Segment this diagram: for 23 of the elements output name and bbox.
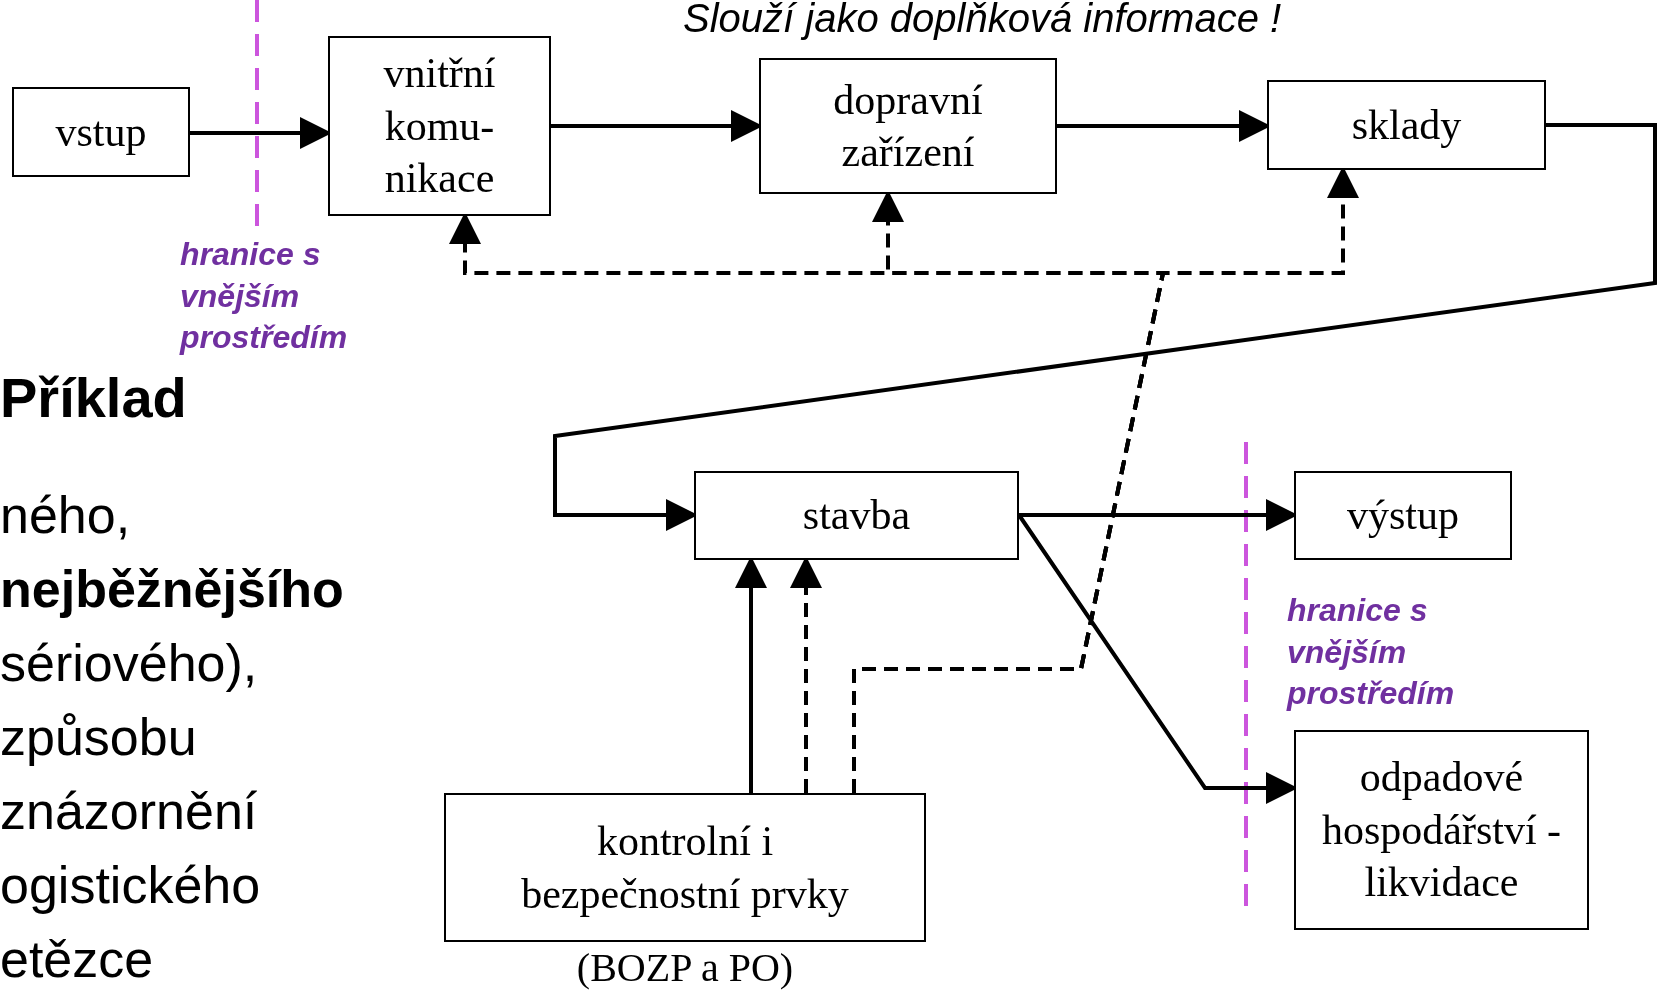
process-box [12,87,190,177]
node-label: kontrolní i bezpečnostní prvky [520,817,850,919]
node-label: dopravní zařízení [832,75,984,177]
process-box [759,58,1057,194]
node-label: vstup [55,107,147,157]
note-text: Slouží jako doplňková informace ! [683,0,1282,41]
process-box [1294,730,1589,930]
node-caption: (BOZP a PO) [575,944,795,992]
process-box [444,793,926,942]
process-box [1294,471,1512,560]
body-text: ného, nejběžnějšího sériového), způsobu znázornění ogistického etězce [0,485,345,990]
process-box [694,471,1019,560]
node-label: výstup [1347,491,1459,541]
boundary-label: hranice s vnějším prostředím [1287,591,1456,714]
process-box [1267,80,1546,170]
node-label: vnitřní komu- nikace [382,49,497,204]
process-box [328,36,551,216]
boundary-label: hranice s vnějším prostředím [180,235,349,358]
node-label: odpadové hospodářství - likvidace [1320,753,1563,908]
node-label: sklady [1351,100,1462,150]
heading: Příklad [0,365,187,430]
node-label: stavba [802,491,911,541]
arrow [553,123,1657,531]
